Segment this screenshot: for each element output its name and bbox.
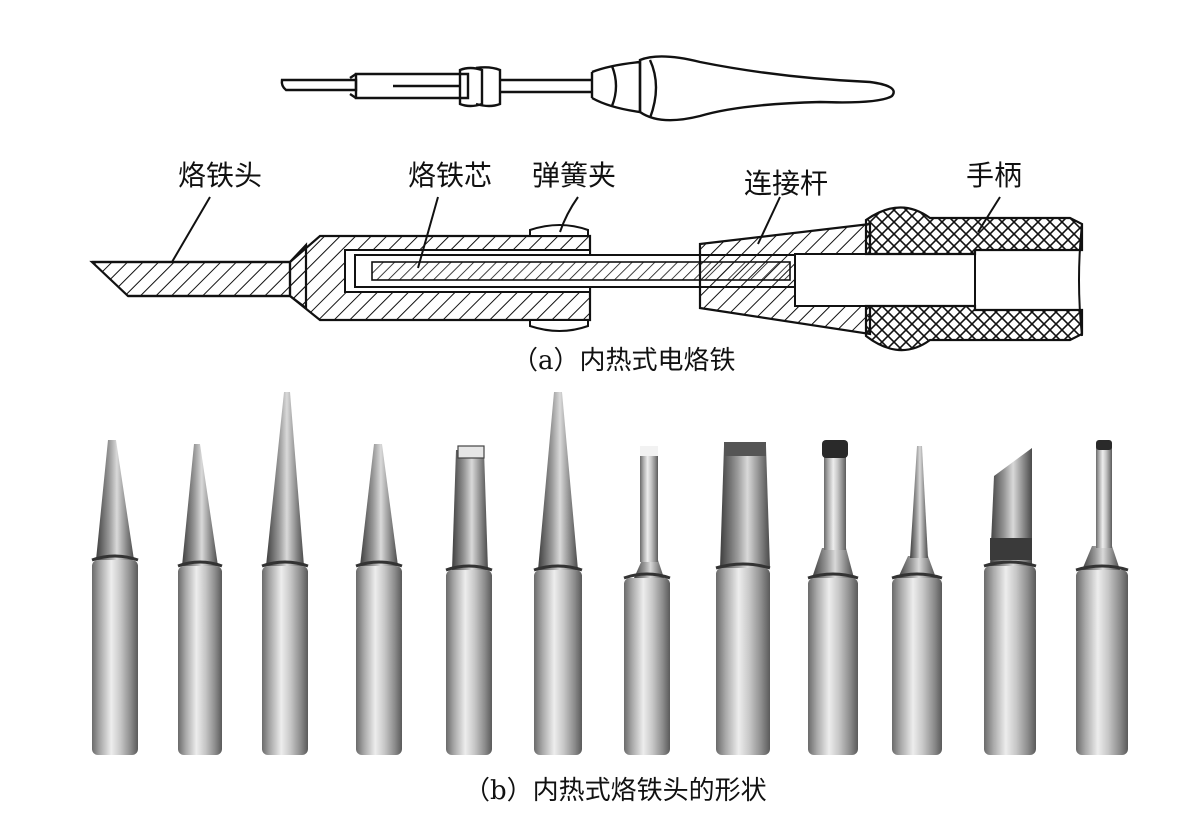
tip-8 bbox=[715, 442, 771, 755]
iron-overview-drawing bbox=[280, 55, 895, 122]
label-connecting-rod: 连接杆 bbox=[744, 167, 829, 200]
label-handle: 手柄 bbox=[966, 159, 1023, 192]
label-core: 烙铁芯 bbox=[408, 159, 493, 192]
tip-5 bbox=[445, 445, 493, 755]
tip-3 bbox=[261, 392, 309, 755]
cross-section-drawing bbox=[89, 196, 1084, 352]
tip-10 bbox=[891, 446, 943, 755]
tip-9 bbox=[807, 440, 859, 755]
tip-12 bbox=[1075, 440, 1129, 755]
tip-11 bbox=[983, 448, 1037, 755]
tip-1 bbox=[91, 440, 139, 755]
tip-6 bbox=[533, 392, 583, 755]
tip-4 bbox=[355, 444, 403, 755]
tip-2 bbox=[177, 444, 223, 755]
tip-7 bbox=[623, 446, 671, 755]
label-spring-clip: 弹簧夹 bbox=[532, 159, 617, 192]
label-tip: 烙铁头 bbox=[178, 159, 263, 192]
caption-b: （b）内热式烙铁头的形状 bbox=[464, 776, 767, 806]
tip-shapes-photo bbox=[91, 392, 1129, 755]
caption-a: （a）内热式电烙铁 bbox=[512, 346, 736, 376]
